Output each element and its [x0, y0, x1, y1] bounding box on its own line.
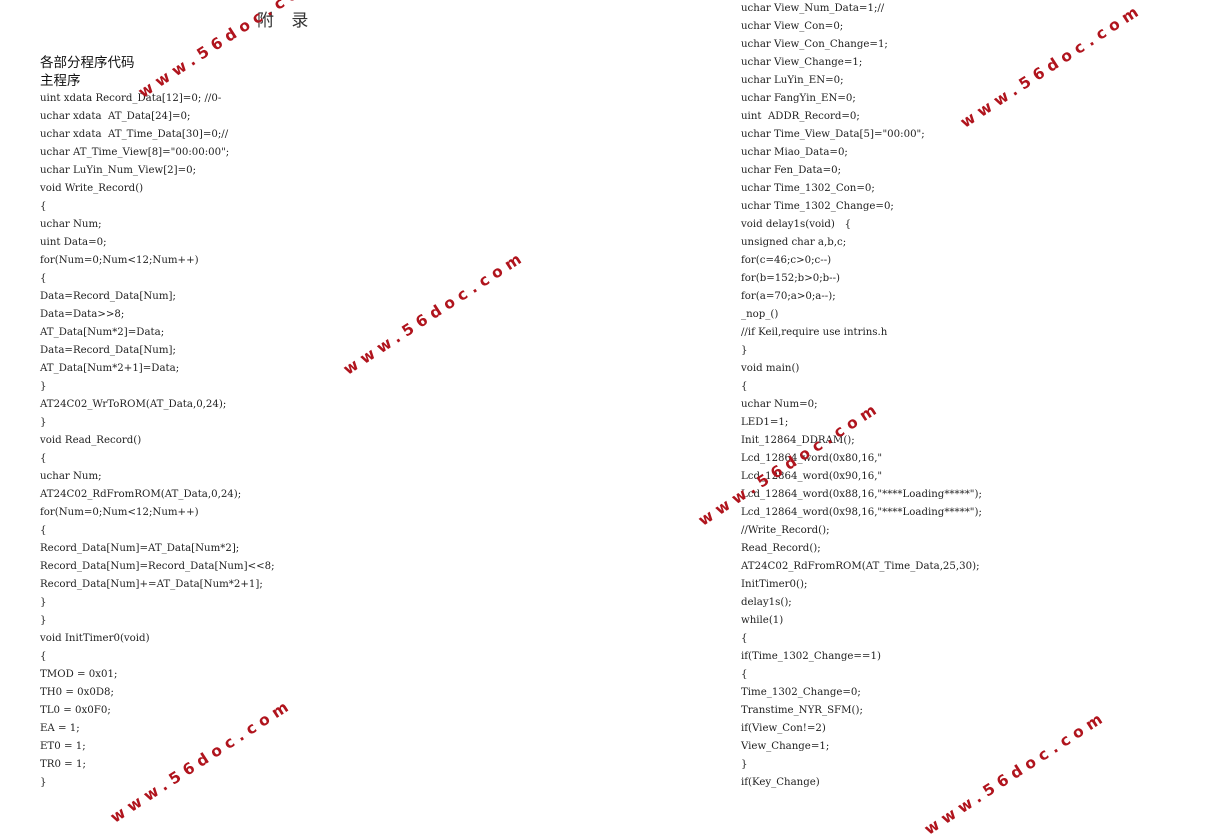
code-line: uchar View_Con=0;: [741, 21, 844, 32]
code-line: Lcd_12864_word(0x88,16,"****Loading*****…: [741, 489, 982, 500]
code-line: uchar View_Change=1;: [741, 57, 863, 68]
left-column: 各部分程序代码 主程序 uint xdata Record_Data[12]=0…: [40, 54, 275, 792]
code-line: }: [40, 597, 47, 608]
code-line: uint Data=0;: [40, 237, 107, 248]
sub-heading: 主程序: [40, 73, 81, 89]
code-line: TL0 = 0x0F0;: [40, 705, 111, 716]
code-line: }: [741, 345, 748, 356]
code-line: }: [40, 777, 47, 788]
code-line: Init_12864_DDRAM();: [741, 435, 855, 446]
code-line: uchar Fen_Data=0;: [741, 165, 842, 176]
code-line: Record_Data[Num]=Record_Data[Num]<<8;: [40, 561, 275, 572]
code-line: uchar FangYin_EN=0;: [741, 93, 856, 104]
code-line: uchar Time_1302_Con=0;: [741, 183, 875, 194]
code-line: Lcd_12864_word(0x80,16,": [741, 453, 883, 464]
code-line: Record_Data[Num]+=AT_Data[Num*2+1];: [40, 579, 263, 590]
code-line: {: [40, 201, 47, 212]
code-line: Lcd_12864_word(0x98,16,"****Loading*****…: [741, 507, 982, 518]
right-code-block: uchar View_Num_Data=1;//uchar View_Con=0…: [741, 0, 982, 792]
page-title: 附 录: [257, 11, 315, 31]
code-line: {: [40, 651, 47, 662]
right-column: uchar View_Num_Data=1;//uchar View_Con=0…: [741, 0, 982, 792]
watermark-2: www.56doc.com: [340, 247, 530, 379]
code-line: Data=Data>>8;: [40, 309, 125, 320]
code-line: Data=Record_Data[Num];: [40, 345, 176, 356]
code-line: uchar Num;: [40, 471, 102, 482]
code-line: uchar Time_1302_Change=0;: [741, 201, 894, 212]
code-line: View_Change=1;: [741, 741, 830, 752]
code-line: while(1): [741, 615, 784, 626]
code-line: }: [40, 615, 47, 626]
code-line: {: [741, 633, 748, 644]
code-line: Record_Data[Num]=AT_Data[Num*2];: [40, 543, 240, 554]
code-line: {: [40, 525, 47, 536]
code-line: EA = 1;: [40, 723, 80, 734]
code-line: AT_Data[Num*2+1]=Data;: [40, 363, 180, 374]
code-line: Transtime_NYR_SFM();: [741, 705, 863, 716]
code-line: Read_Record();: [741, 543, 821, 554]
code-line: uchar Miao_Data=0;: [741, 147, 848, 158]
code-line: uint ADDR_Record=0;: [741, 111, 860, 122]
code-line: //Write_Record();: [741, 525, 830, 536]
code-line: uint xdata Record_Data[12]=0; //0-: [40, 93, 222, 104]
code-line: TH0 = 0x0D8;: [40, 687, 114, 698]
code-line: {: [741, 669, 748, 680]
code-line: if(Key_Change): [741, 777, 820, 788]
code-line: AT24C02_WrToROM(AT_Data,0,24);: [40, 399, 227, 410]
code-line: uchar View_Con_Change=1;: [741, 39, 888, 50]
code-line: for(Num=0;Num<12;Num++): [40, 255, 199, 266]
code-line: for(b=152;b>0;b--): [741, 273, 841, 284]
code-line: AT24C02_RdFromROM(AT_Data,0,24);: [40, 489, 242, 500]
code-line: AT_Data[Num*2]=Data;: [40, 327, 165, 338]
watermark-4: www.56doc.com: [957, 0, 1147, 132]
code-line: delay1s();: [741, 597, 792, 608]
code-line: uchar View_Num_Data=1;//: [741, 3, 885, 14]
code-line: uchar Num=0;: [741, 399, 818, 410]
code-line: if(View_Con!=2): [741, 723, 826, 734]
code-line: ET0 = 1;: [40, 741, 86, 752]
code-line: uchar Time_View_Data[5]="00:00";: [741, 129, 925, 140]
code-line: uchar LuYin_EN=0;: [741, 75, 844, 86]
code-line: Lcd_12864_word(0x90,16,": [741, 471, 883, 482]
code-line: uchar LuYin_Num_View[2]=0;: [40, 165, 197, 176]
code-line: {: [40, 273, 47, 284]
code-line: void main(): [741, 363, 800, 374]
code-line: LED1=1;: [741, 417, 789, 428]
code-line: void delay1s(void) {: [741, 219, 852, 230]
code-line: InitTimer0();: [741, 579, 808, 590]
code-line: for(c=46;c>0;c--): [741, 255, 832, 266]
code-line: }: [40, 417, 47, 428]
code-line: AT24C02_RdFromROM(AT_Time_Data,25,30);: [741, 561, 980, 572]
code-line: void Write_Record(): [40, 183, 144, 194]
code-line: for(a=70;a>0;a--);: [741, 291, 836, 302]
code-line: {: [741, 381, 748, 392]
code-line: uchar AT_Time_View[8]="00:00:00";: [40, 147, 230, 158]
code-line: Time_1302_Change=0;: [741, 687, 861, 698]
code-line: Data=Record_Data[Num];: [40, 291, 176, 302]
code-line: if(Time_1302_Change==1): [741, 651, 881, 662]
code-line: //if Keil,require use intrins.h: [741, 327, 888, 338]
code-line: void InitTimer0(void): [40, 633, 150, 644]
code-line: TMOD = 0x01;: [40, 669, 118, 680]
section-heading: 各部分程序代码: [40, 55, 135, 71]
code-line: void Read_Record(): [40, 435, 142, 446]
code-line: TR0 = 1;: [40, 759, 86, 770]
code-line: }: [741, 759, 748, 770]
code-line: _nop_(): [741, 309, 779, 320]
code-line: for(Num=0;Num<12;Num++): [40, 507, 199, 518]
code-line: uchar xdata AT_Time_Data[30]=0;//: [40, 129, 229, 140]
code-line: uchar Num;: [40, 219, 102, 230]
code-line: uchar xdata AT_Data[24]=0;: [40, 111, 191, 122]
code-line: unsigned char a,b,c;: [741, 237, 847, 248]
code-line: }: [40, 381, 47, 392]
left-code-block: uint xdata Record_Data[12]=0; //0- uchar …: [40, 90, 275, 792]
code-line: {: [40, 453, 47, 464]
